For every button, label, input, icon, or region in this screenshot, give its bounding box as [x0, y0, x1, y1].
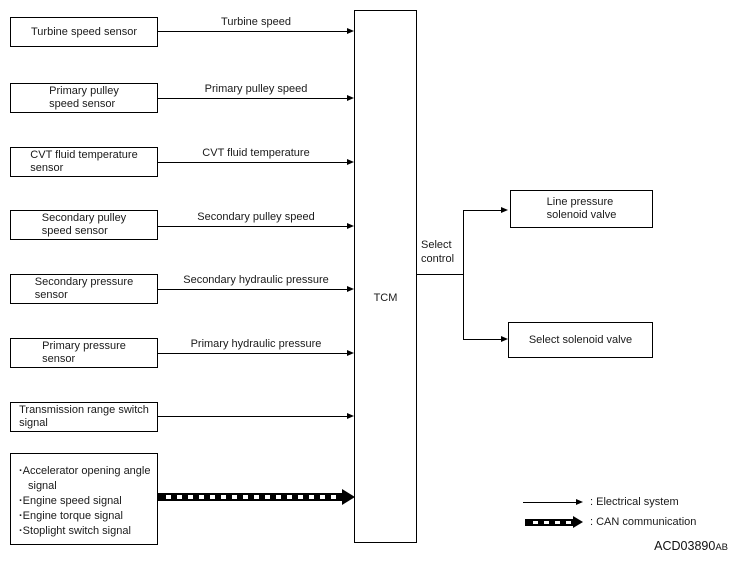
box-label: Transmission range switch signal: [19, 404, 149, 429]
box-label: Line pressure solenoid valve: [546, 196, 617, 221]
figure-code-main: ACD03890: [654, 539, 716, 553]
select-control-label: Select control: [421, 239, 455, 265]
box-transmission-range-switch-signal: Transmission range switch signal: [10, 402, 158, 432]
box-label: Primary pulley speed sensor: [49, 85, 119, 110]
list-item: Engine speed signal: [19, 494, 153, 509]
electrical-arrow: [158, 286, 354, 292]
box-label: CVT fluid temperature sensor: [30, 149, 138, 174]
box-can-signals: Accelerator opening angle signal Engine …: [10, 453, 158, 545]
branch-line-horizontal: [417, 274, 463, 275]
signal-label: Primary pulley speed: [204, 83, 308, 95]
signal-label: Secondary hydraulic pressure: [183, 274, 329, 286]
branch-line-vertical: [463, 210, 464, 339]
list-item: Engine torque signal: [19, 509, 153, 524]
box-secondary-pressure-sensor: Secondary pressure sensor: [10, 274, 158, 304]
signal-label: Secondary pulley speed: [197, 211, 315, 223]
box-label: Turbine speed sensor: [31, 25, 137, 38]
electrical-arrow: [158, 413, 354, 419]
figure-code-sub: AB: [715, 542, 728, 553]
legend-can-label: : CAN communication: [590, 516, 697, 528]
can-arrow-head: [342, 489, 355, 505]
box-primary-pulley-speed-sensor: Primary pulley speed sensor: [10, 83, 158, 113]
electrical-arrow: [463, 336, 508, 342]
tcm-label: TCM: [373, 292, 398, 304]
signal-label: CVT fluid temperature: [202, 147, 310, 159]
box-label: Primary pressure sensor: [42, 340, 126, 365]
signal-label: Turbine speed: [221, 16, 291, 28]
legend-electrical-arrow-icon: [523, 499, 583, 505]
signal-label: Primary hydraulic pressure: [190, 338, 322, 350]
can-arrow-bar: [158, 493, 342, 501]
electrical-arrow: [158, 350, 354, 356]
electrical-arrow: [463, 207, 508, 213]
box-primary-pressure-sensor: Primary pressure sensor: [10, 338, 158, 368]
legend-electrical-label: : Electrical system: [590, 496, 679, 508]
electrical-arrow: [158, 95, 354, 101]
box-secondary-pulley-speed-sensor: Secondary pulley speed sensor: [10, 210, 158, 240]
electrical-arrow: [158, 28, 354, 34]
legend-can-arrow-icon: [525, 519, 573, 526]
list-item: Stoplight switch signal: [19, 524, 153, 539]
box-label: Select solenoid valve: [528, 333, 633, 346]
box-label: Secondary pulley speed sensor: [41, 212, 127, 237]
figure-code: ACD03890AB: [620, 539, 728, 555]
electrical-arrow: [158, 159, 354, 165]
list-item: Accelerator opening angle signal: [19, 464, 153, 494]
box-turbine-speed-sensor: Turbine speed sensor: [10, 17, 158, 47]
electrical-arrow: [158, 223, 354, 229]
box-cvt-fluid-temperature-sensor: CVT fluid temperature sensor: [10, 147, 158, 177]
box-label: Secondary pressure sensor: [34, 276, 134, 301]
box-select-solenoid-valve: Select solenoid valve: [508, 322, 653, 358]
legend-can-arrow-head-icon: [573, 516, 583, 528]
box-tcm: [354, 10, 417, 543]
box-line-pressure-solenoid-valve: Line pressure solenoid valve: [510, 190, 653, 228]
